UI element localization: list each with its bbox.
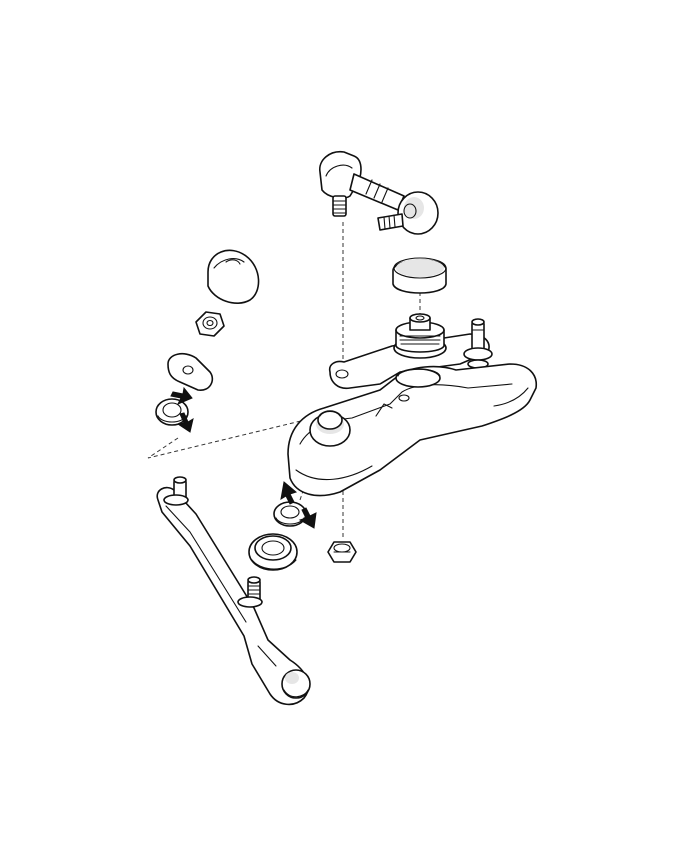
rubber-grommet xyxy=(248,533,298,571)
lock-nut-upper xyxy=(195,311,225,337)
selector-knob-cap xyxy=(392,257,447,294)
flat-washer xyxy=(167,352,214,391)
ball-socket-knob xyxy=(207,249,260,304)
shift-lever-assembly xyxy=(328,313,493,390)
relay-lever-arm xyxy=(156,476,311,706)
press-arrow-lower-a xyxy=(280,481,298,505)
rod-end-linkage xyxy=(319,150,439,235)
leader-clip-to-housing xyxy=(147,419,306,459)
press-arrow-lower-b xyxy=(298,507,317,529)
press-arrow-upper-b xyxy=(176,412,194,433)
bushing-clip-upper xyxy=(155,386,194,433)
bushing-clip-lower xyxy=(273,481,317,529)
lock-nut-lower xyxy=(327,541,357,563)
press-arrow-upper-a xyxy=(170,386,193,405)
gearshift-housing xyxy=(287,363,537,497)
